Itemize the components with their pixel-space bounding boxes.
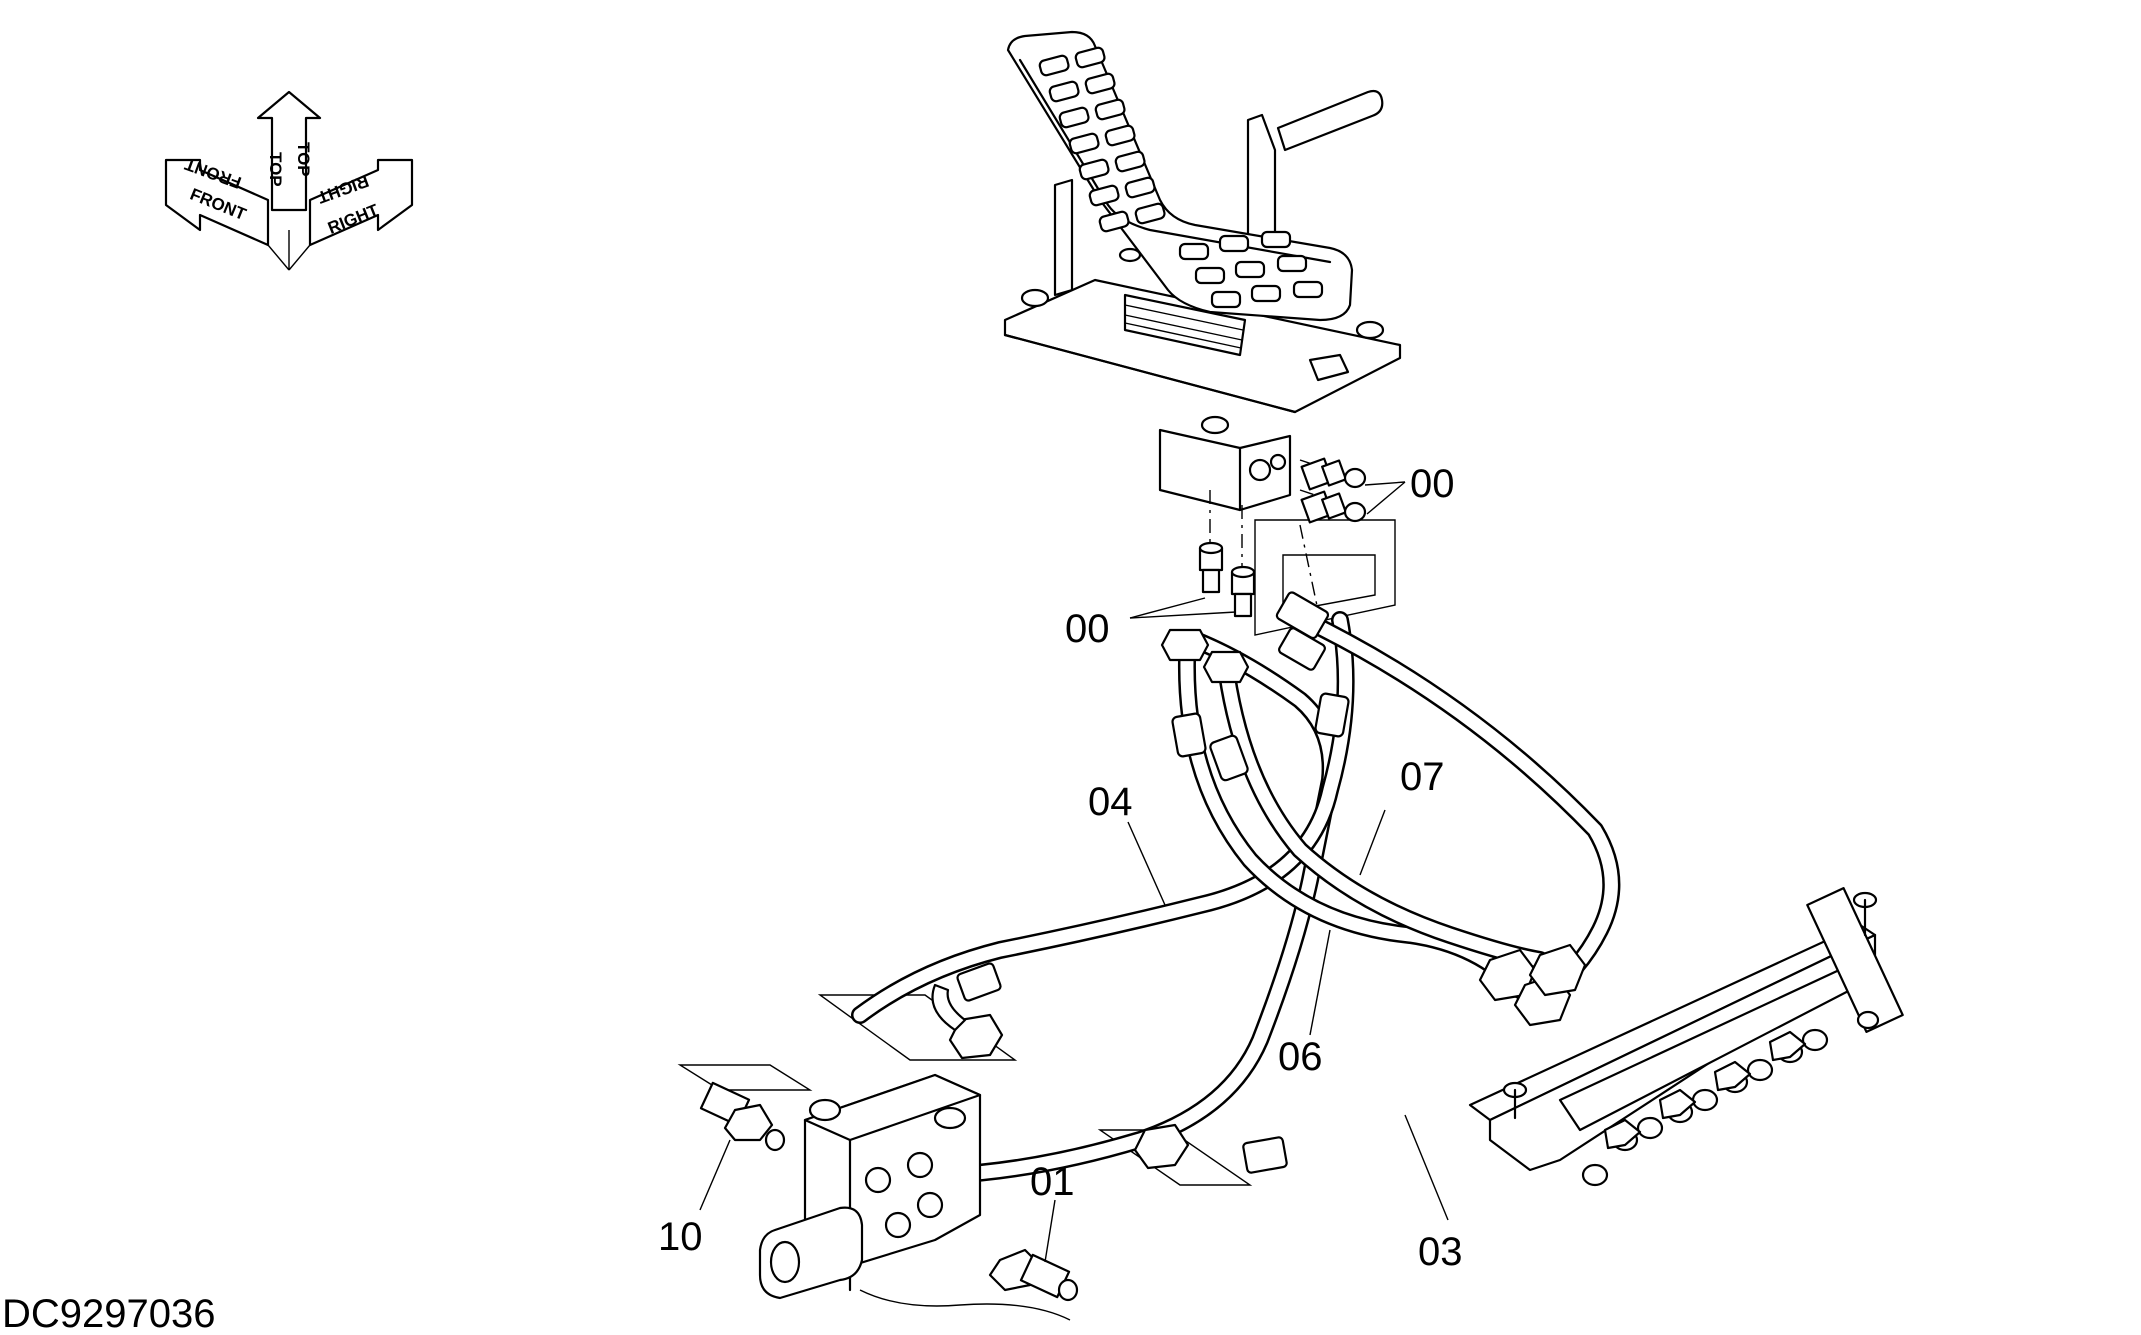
top-label: TOP [266,152,285,187]
label-01: 01 [1030,1160,1075,1204]
mounting-bolts [1020,247,1385,435]
switch [1308,353,1350,382]
label-00-left: 00 [1065,607,1110,651]
pedal-grip-pads [1038,46,1324,309]
pedal-valve-assembly [1003,30,1402,512]
label-03: 03 [1418,1230,1463,1274]
hose-fittings [931,591,1587,1174]
pedal-bellows [1123,293,1247,357]
orientation-indicator: FRONT FRONT RIGHT RIGHT TOP TOP [164,90,414,271]
fitting-10 [699,1081,786,1211]
valve-manifold [1468,887,1904,1187]
pedal-bracket [1053,178,1074,297]
lever-handle [1276,89,1384,152]
top-arrow [256,90,322,212]
lower-valve-block [758,1073,1071,1321]
solenoid-cap [769,1240,801,1284]
label-04: 04 [1088,780,1133,824]
label-00-right: 00 [1410,462,1455,506]
fitting-01 [988,1199,1079,1302]
block-bolt [808,1098,842,1122]
top-label-2: TOP [294,142,313,177]
label-10: 10 [658,1215,703,1259]
block-bolt [933,1106,967,1130]
fittings-00-left [1129,541,1256,619]
valve-port [1269,453,1287,471]
leader-lines [1127,809,1449,1221]
label-07: 07 [1400,755,1445,799]
fittings-00-right [1300,457,1406,524]
manifold-ports [1603,1028,1829,1152]
label-06: 06 [1278,1035,1323,1079]
drawing-id: DC9297036 [2,1292,216,1335]
valve-port [1248,458,1272,482]
